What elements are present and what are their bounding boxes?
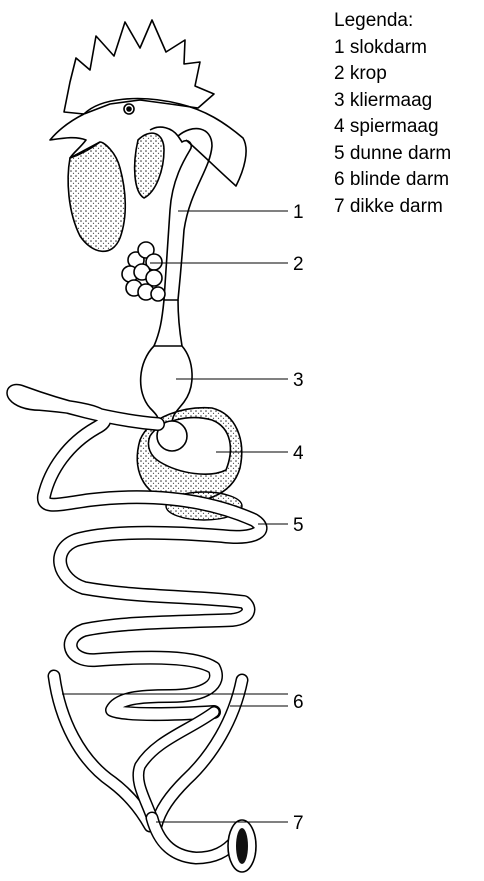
legend-item: 1 slokdarm: [334, 35, 451, 62]
legend: Legenda: 1 slokdarm 2 krop 3 kliermaag 4…: [334, 8, 451, 220]
legend-label: dikke darm: [350, 196, 443, 217]
legend-item: 4 spiermaag: [334, 114, 451, 141]
crop: [122, 242, 165, 301]
legend-label: kliermaag: [350, 90, 432, 111]
legend-number: 3: [334, 90, 345, 111]
diagram-number-labels: 1 2 3 4 5 6 7: [293, 202, 304, 834]
legend-number: 2: [334, 63, 345, 84]
legend-number: 7: [334, 196, 345, 217]
esophagus: [164, 129, 212, 300]
legend-label: krop: [350, 63, 387, 84]
legend-label: slokdarm: [350, 37, 427, 58]
legend-item: 5 dunne darm: [334, 141, 451, 168]
large-intestine: [152, 818, 256, 872]
legend-number: 6: [334, 169, 345, 190]
label-2: 2: [293, 254, 304, 275]
label-6: 6: [293, 692, 304, 713]
legend-item: 2 krop: [334, 61, 451, 88]
legend-label: spiermaag: [350, 116, 439, 137]
neck-esophagus-lower: [154, 300, 182, 346]
label-7: 7: [293, 813, 304, 834]
rooster-head: [50, 20, 246, 251]
label-1: 1: [293, 202, 304, 223]
legend-item: 3 kliermaag: [334, 88, 451, 115]
legend-item: 7 dikke darm: [334, 194, 451, 221]
legend-title: Legenda:: [334, 8, 451, 35]
label-5: 5: [293, 515, 304, 536]
comb: [64, 20, 214, 114]
legend-item: 6 blinde darm: [334, 167, 451, 194]
legend-number: 1: [334, 37, 345, 58]
wattle: [68, 142, 125, 251]
legend-number: 4: [334, 116, 345, 137]
legend-number: 5: [334, 143, 345, 164]
ear-lobe: [135, 133, 164, 198]
label-4: 4: [293, 443, 304, 464]
legend-label: dunne darm: [350, 143, 451, 164]
label-3: 3: [293, 370, 304, 391]
legend-label: blinde darm: [350, 169, 449, 190]
